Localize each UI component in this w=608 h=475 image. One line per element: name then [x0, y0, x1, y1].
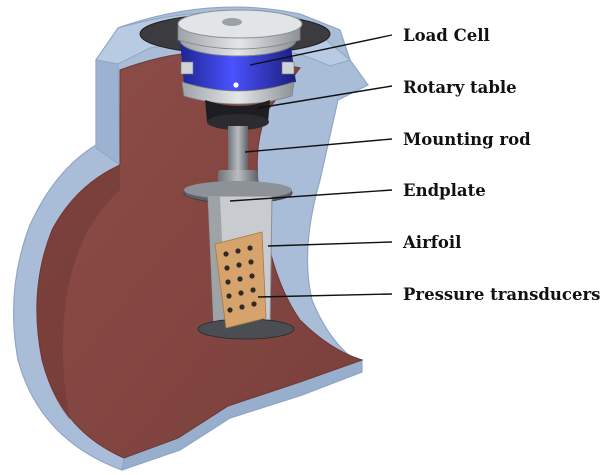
- label-endplate: Endplate: [403, 181, 486, 200]
- label-load-cell: Load Cell: [403, 26, 490, 45]
- label-rotary-table: Rotary table: [403, 78, 517, 97]
- load-cell: [178, 10, 302, 91]
- label-airfoil: Airfoil: [402, 233, 461, 252]
- label-pressure-transducers: Pressure transducers: [403, 285, 600, 304]
- label-mounting-rod: Mounting rod: [403, 130, 531, 149]
- labels: Load Cell Rotary table Mounting rod Endp…: [402, 26, 600, 304]
